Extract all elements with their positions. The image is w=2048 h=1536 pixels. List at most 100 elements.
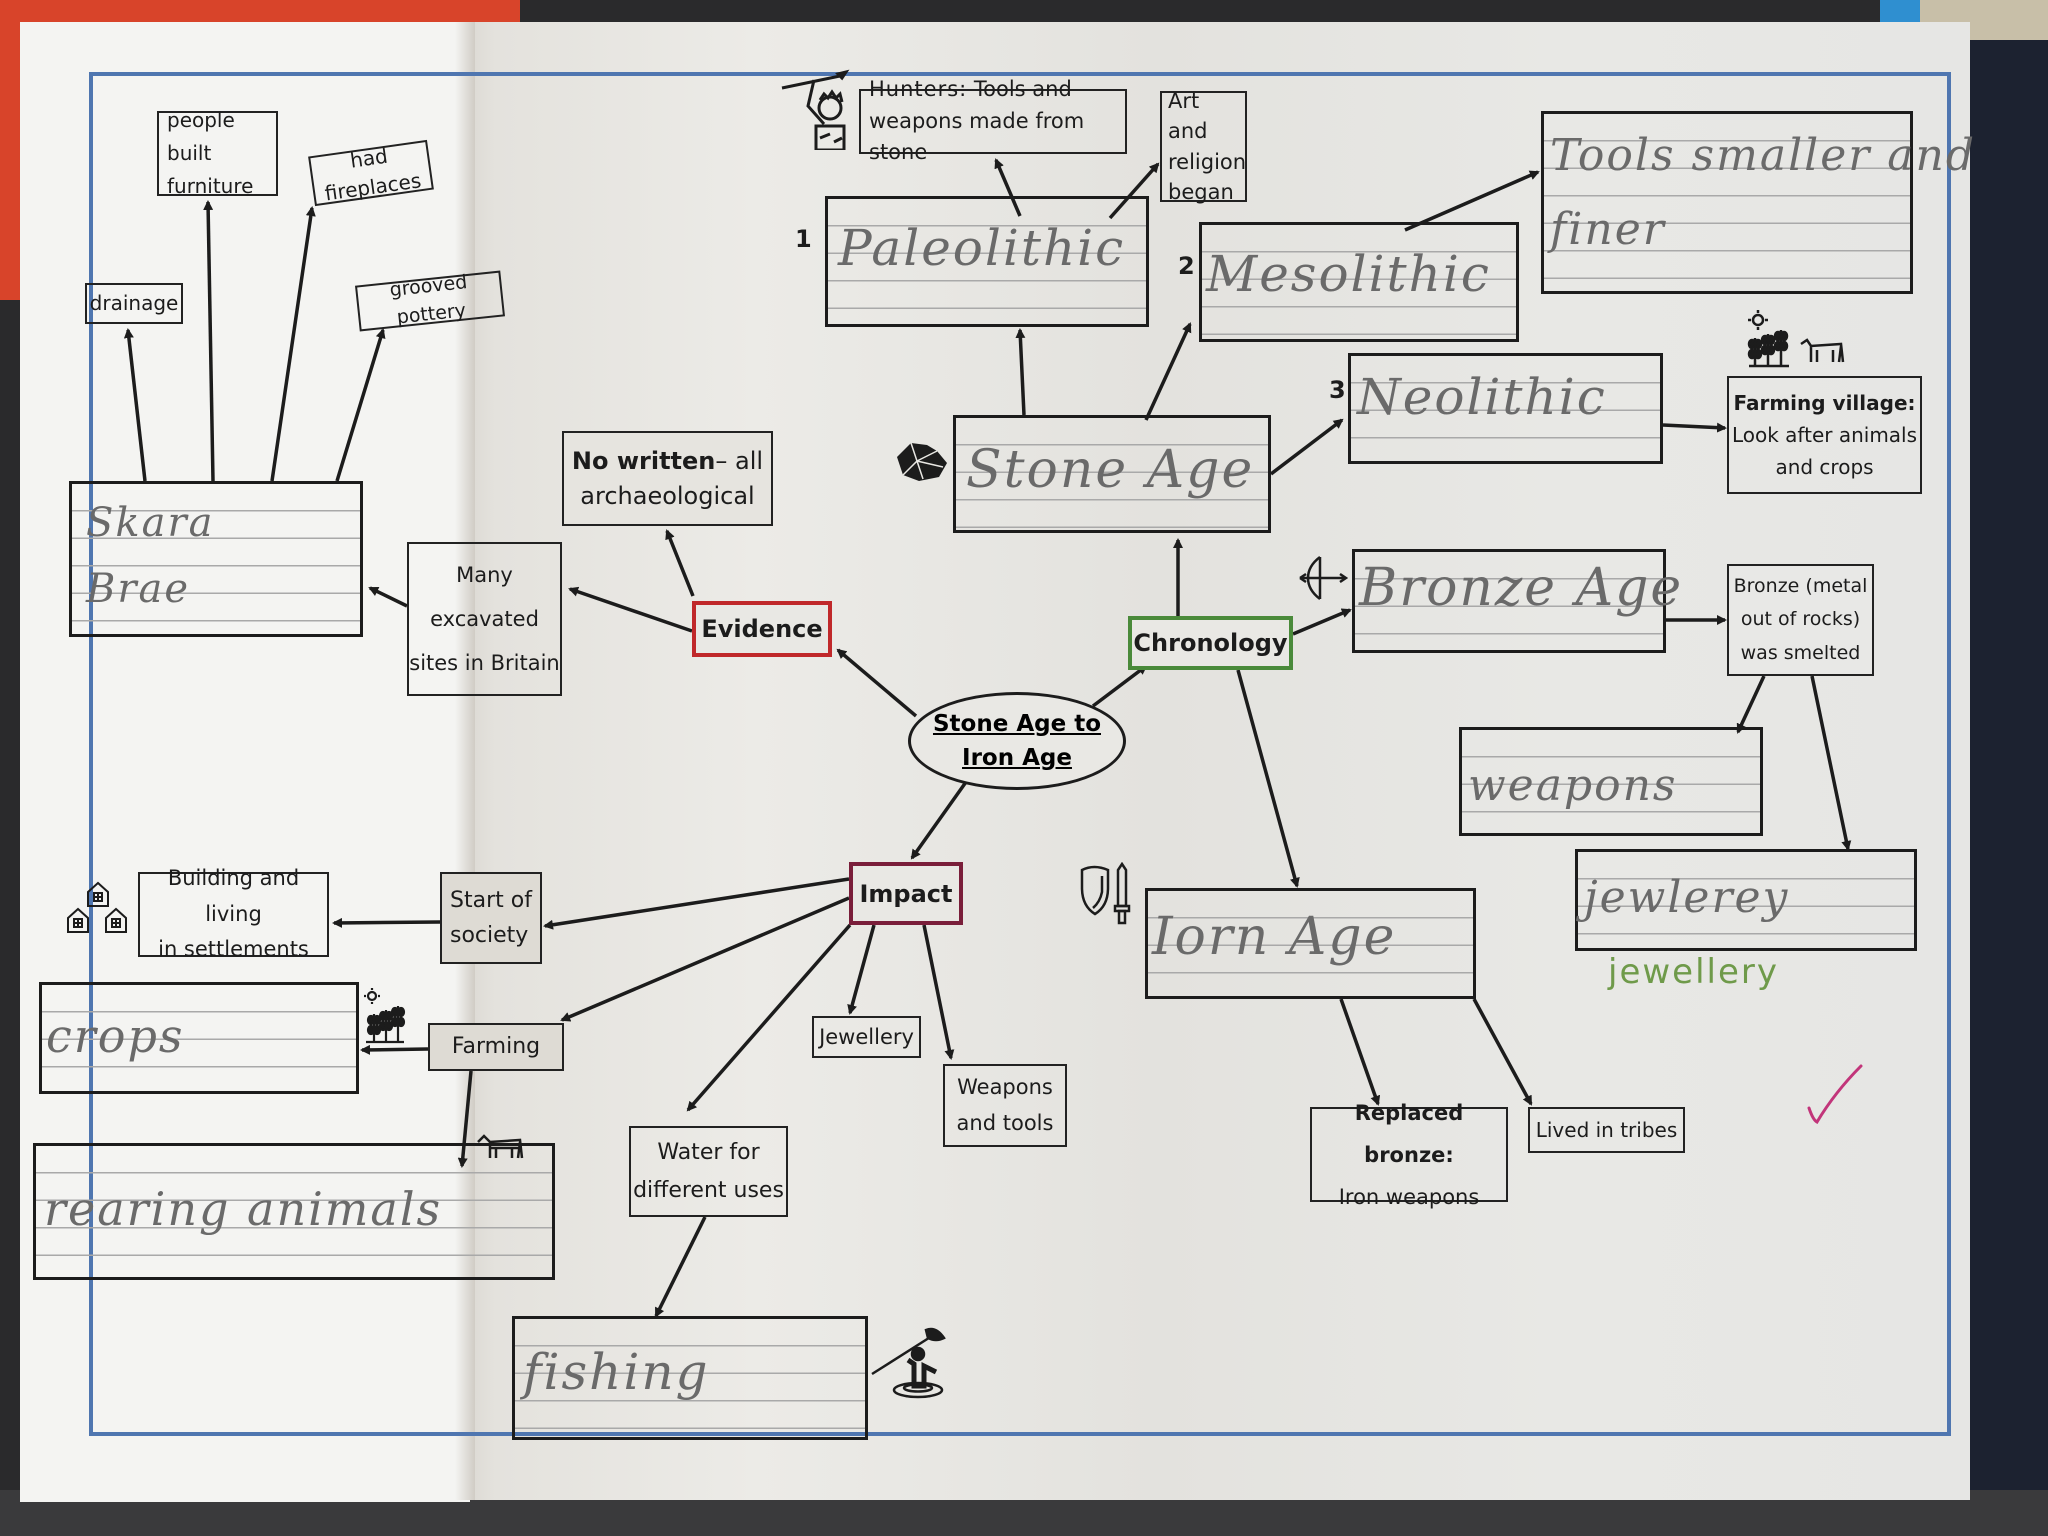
node-drainage: drainage	[85, 283, 183, 324]
arrow-impact-farming	[560, 896, 850, 1022]
node-weapons-tools-line2: and tools	[956, 1110, 1054, 1135]
node-building-living-line1: Building and living	[167, 865, 300, 926]
central-topic: Stone Age to Iron Age	[908, 692, 1126, 790]
node-many-sites-line1: Many	[456, 562, 513, 587]
arrow-stoneage-paleo	[1015, 328, 1026, 416]
branch-evidence-label: Evidence	[701, 615, 823, 643]
arrow-impact-weapons	[922, 924, 955, 1060]
arrow-stoneage-neo	[1269, 418, 1344, 476]
page-border	[89, 72, 1951, 1436]
node-furniture-line1: people built	[167, 108, 235, 165]
node-fishing-label: fishing	[523, 1343, 710, 1401]
node-fishing: fishing	[512, 1316, 868, 1440]
node-furniture-line2: furniture	[167, 174, 254, 198]
central-topic-line1: Stone Age to	[932, 710, 1101, 737]
node-crops: crops	[39, 982, 359, 1094]
branch-chronology-label: Chronology	[1133, 629, 1288, 657]
node-skara-brae: Skara Brae	[69, 481, 363, 637]
arrow-evidence-manysites	[568, 586, 693, 633]
node-tools-smaller-line2: finer	[1550, 204, 1666, 255]
arrow-society-building	[332, 917, 441, 928]
central-topic-line2: Iron Age	[962, 745, 1072, 771]
node-bronze-metal: Bronze (metal out of rocks) was smelted	[1727, 564, 1874, 676]
node-mesolithic: Mesolithic	[1199, 222, 1519, 342]
node-weapons-tools-line1: Weapons	[957, 1074, 1053, 1099]
node-hunters: Hunters: Tools and weapons made from sto…	[859, 77, 1127, 164]
node-replaced-bronze-line2: Iron weapons	[1338, 1184, 1480, 1209]
node-farming-label: Farming	[451, 1034, 541, 1060]
node-farming-village-bold: Farming village:	[1733, 391, 1916, 415]
arrow-evidence-nowritten	[665, 529, 695, 597]
node-lived-tribes-label: Lived in tribes	[1535, 1117, 1678, 1142]
node-mesolithic-label: Mesolithic	[1206, 245, 1491, 303]
dark-backing	[1960, 0, 2048, 1536]
arrow-center-impact	[910, 780, 968, 860]
arrow-iron-replaced	[1339, 998, 1381, 1106]
arrow-neo-farming	[1662, 422, 1727, 433]
node-water-line1: Water for	[657, 1140, 760, 1166]
node-bronze-metal-line3: was smelted	[1740, 641, 1861, 664]
node-furniture: people built furniture	[157, 108, 278, 198]
node-water-line2: different uses	[633, 1177, 784, 1203]
node-jewellery: Jewellery	[812, 1016, 921, 1058]
node-bronze-age-label: Bronze Age	[1359, 558, 1684, 618]
node-many-sites-line3: sites in Britain	[409, 651, 560, 676]
node-art-religion-line2: religion	[1168, 149, 1247, 174]
node-no-written: No written– all archaeological	[562, 431, 773, 526]
node-bronze-age: Bronze Age	[1352, 549, 1681, 653]
node-building-living: Building and living in settlements	[138, 866, 329, 961]
node-stone-age-label: Stone Age	[966, 440, 1255, 500]
node-jewellery-label: Jewellery	[819, 1024, 914, 1049]
node-skara-brae-line1: Skara	[86, 500, 215, 546]
node-replaced-bronze-bold: Replaced bronze:	[1354, 1100, 1464, 1167]
node-no-written-line1: No written– all	[572, 444, 763, 479]
node-stone-age: Stone Age	[953, 415, 1271, 533]
wheat-sun-cow-icon	[1745, 310, 1849, 376]
node-building-living-line2: in settlements	[158, 937, 309, 962]
node-hunters-line2: weapons made from stone	[869, 108, 1085, 165]
caveman-hunter-icon	[780, 66, 860, 154]
node-skara-brae-line2: Brae	[86, 566, 191, 612]
node-lived-tribes: Lived in tribes	[1528, 1107, 1685, 1153]
arrow-impact-water	[686, 923, 852, 1112]
rock-icon	[893, 437, 949, 487]
arrow-impact-jewellery	[847, 924, 876, 1015]
node-paleolithic-label: Paleolithic	[838, 219, 1126, 277]
arrow-center-chronology	[1091, 664, 1148, 708]
shield-sword-icon	[1078, 861, 1134, 930]
node-paleolithic: Paleolithic	[825, 196, 1149, 327]
node-farming-village: Farming village: Look after animals and …	[1727, 376, 1922, 494]
arrow-chronology-iron	[1236, 669, 1300, 888]
node-tools-smaller-line1: Tools smaller and	[1550, 130, 1977, 181]
arrow-skara-drainage	[123, 328, 147, 482]
period-number-2: 2	[1178, 252, 1195, 280]
node-art-religion: Art and religion began	[1160, 89, 1247, 204]
node-farming-village-line3: and crops	[1775, 455, 1874, 479]
arrow-center-evidence	[836, 648, 918, 718]
node-crops-label: crops	[46, 1009, 185, 1063]
branch-chronology: Chronology	[1128, 616, 1293, 670]
node-hunters-bold: Hunters:	[869, 77, 968, 102]
wheat-sun-icon	[364, 988, 408, 1050]
node-tools-smaller: Tools smaller and finer	[1541, 111, 1974, 294]
node-iron-age-label: Iorn Age	[1152, 907, 1397, 967]
node-hunters-line1: Hunters: Tools and	[869, 74, 1072, 106]
arrow-stoneage-meso	[1144, 322, 1192, 421]
period-number-3: 3	[1329, 376, 1346, 404]
node-no-written-line2: archaeological	[580, 481, 755, 510]
teacher-tick-icon	[1805, 1062, 1865, 1132]
node-start-society-line2: society	[450, 923, 529, 948]
node-neolithic: Neolithic	[1348, 353, 1663, 464]
arrow-manysites-skara	[368, 586, 408, 608]
node-farming: Farming	[428, 1023, 564, 1071]
branch-impact-label: Impact	[859, 879, 953, 908]
node-many-sites-line2: excavated	[430, 606, 539, 631]
node-bronze-metal-line2: out of rocks)	[1740, 608, 1861, 631]
teacher-correction-jewellery: jewellery	[1608, 952, 1779, 992]
node-rearing-animals: rearing animals	[33, 1143, 555, 1280]
node-jewellery-handwritten: jewlerey	[1575, 849, 1917, 951]
arrow-skara-furniture	[203, 200, 215, 482]
node-weapons: weapons	[1459, 727, 1763, 836]
arrow-impact-society	[543, 877, 850, 930]
houses-icon	[66, 880, 130, 938]
